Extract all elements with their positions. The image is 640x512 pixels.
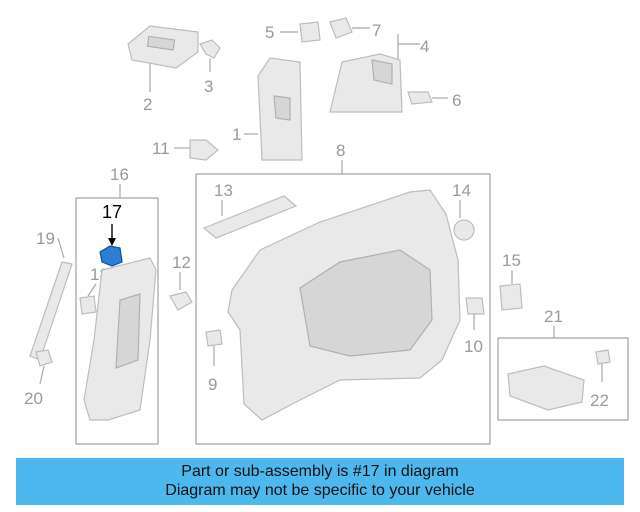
callout-1: 1	[232, 125, 241, 144]
callout-14: 14	[452, 181, 471, 200]
callout-9: 9	[208, 375, 217, 394]
callout-22: 22	[590, 391, 609, 410]
callout-21: 21	[544, 307, 563, 326]
callout-8: 8	[336, 141, 345, 160]
callout-16: 16	[110, 165, 129, 184]
part-2[interactable]	[127, 25, 199, 92]
part-1[interactable]	[257, 57, 303, 161]
part-20[interactable]	[35, 349, 53, 367]
part-9[interactable]	[205, 329, 223, 347]
part-17-highlighted[interactable]	[99, 245, 123, 267]
part-7[interactable]	[329, 17, 353, 39]
part-22[interactable]	[595, 349, 611, 365]
rear-pillar-trim[interactable]	[83, 257, 157, 421]
quarter-trim-panel[interactable]	[227, 189, 461, 421]
part-21-lamp[interactable]	[507, 365, 585, 411]
callout-3: 3	[204, 77, 213, 96]
group-box-16	[75, 197, 159, 445]
banner-line-2: Diagram may not be specific to your vehi…	[165, 482, 475, 499]
callout-17: 17	[102, 202, 122, 222]
part-11[interactable]	[189, 139, 219, 161]
callout-11: 11	[152, 139, 170, 158]
callout-4: 4	[420, 37, 429, 56]
part-5[interactable]	[299, 21, 321, 43]
callout-7: 7	[372, 21, 381, 40]
part-10[interactable]	[465, 297, 485, 315]
part-4[interactable]	[329, 53, 403, 113]
part-6[interactable]	[407, 91, 433, 105]
part-19[interactable]	[29, 261, 73, 361]
callout-19: 19	[36, 229, 55, 248]
info-banner: Part or sub-assembly is #17 in diagram D…	[16, 458, 624, 505]
part-15[interactable]	[499, 283, 523, 311]
part-13[interactable]	[202, 195, 298, 239]
callout-5: 5	[265, 23, 274, 42]
group-box-21	[497, 337, 629, 421]
part-14[interactable]	[453, 219, 475, 241]
part-18[interactable]	[79, 295, 97, 315]
part-3[interactable]	[199, 39, 221, 72]
callout-6: 6	[452, 91, 461, 110]
banner-line-1: Part or sub-assembly is #17 in diagram	[181, 463, 459, 480]
callout-13: 13	[214, 181, 233, 200]
callout-15: 15	[502, 251, 521, 270]
callout-2: 2	[143, 95, 152, 114]
part-12[interactable]	[169, 291, 193, 311]
callout-20: 20	[24, 389, 43, 408]
group-box-8	[195, 173, 491, 445]
callout-10: 10	[464, 337, 483, 356]
callout-12: 12	[172, 253, 191, 272]
